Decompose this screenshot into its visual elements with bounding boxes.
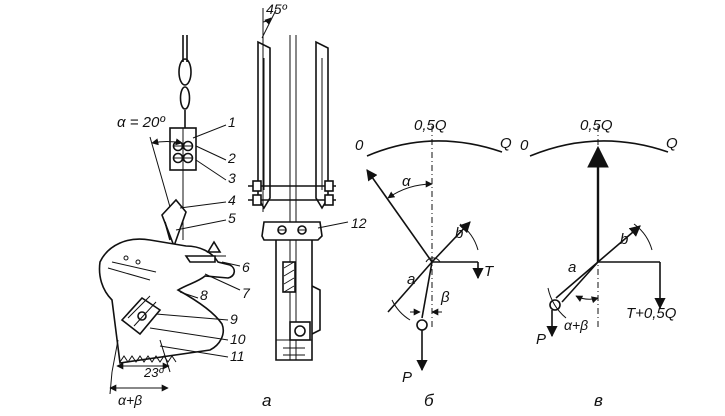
b-scale-half: 0,5Q bbox=[414, 117, 447, 134]
v-scale-full: Q bbox=[666, 135, 678, 152]
force-diagram-b bbox=[366, 126, 503, 372]
v-scale-zero: 0 bbox=[520, 137, 529, 154]
part-10-label: 10 bbox=[230, 331, 246, 347]
v-vector-b-label: b bbox=[620, 231, 628, 248]
alpha-20-label: α = 20º bbox=[117, 114, 166, 131]
b-beta-label: β bbox=[440, 289, 450, 306]
v-force-p-label: P bbox=[536, 331, 546, 348]
mechanism-side-view bbox=[98, 35, 241, 395]
mechanism-front-view bbox=[248, 8, 349, 361]
part-4-label: 4 bbox=[228, 192, 236, 208]
part-3-label: 3 bbox=[228, 170, 236, 186]
alpha-plus-beta-label: α+β bbox=[118, 392, 142, 408]
figure-b-caption: б bbox=[424, 391, 435, 410]
part-11-label: 11 bbox=[230, 348, 245, 364]
v-scale-half: 0,5Q bbox=[580, 117, 613, 134]
b-alpha-label: α bbox=[402, 173, 411, 190]
part-9-label: 9 bbox=[230, 311, 238, 327]
b-force-t-label: T bbox=[484, 263, 495, 280]
v-force-t-label: T+0,5Q bbox=[626, 305, 677, 322]
angle-23-label: 23º bbox=[143, 365, 164, 380]
b-force-p-label: P bbox=[402, 369, 412, 386]
figure-a-caption: а bbox=[262, 391, 271, 410]
labels: α = 20º 1 2 3 4 5 6 7 8 9 10 11 12 23º α… bbox=[117, 1, 678, 410]
b-scale-zero: 0 bbox=[355, 137, 364, 154]
part-12-label: 12 bbox=[351, 215, 367, 231]
b-vector-b-label: b bbox=[455, 225, 463, 242]
part-6-label: 6 bbox=[242, 259, 250, 275]
force-diagram-v bbox=[529, 126, 669, 338]
b-scale-full: Q bbox=[500, 135, 512, 152]
b-vector-a-label: a bbox=[407, 271, 415, 288]
part-2-label: 2 bbox=[227, 150, 236, 166]
v-alpha-beta-label: α+β bbox=[564, 317, 588, 333]
angle-45-label: 45º bbox=[266, 1, 288, 17]
part-1-label: 1 bbox=[228, 114, 236, 130]
v-vector-a-label: a bbox=[568, 259, 576, 276]
part-7-label: 7 bbox=[242, 285, 251, 301]
figure-v-caption: в bbox=[594, 391, 603, 410]
part-8-label: 8 bbox=[200, 287, 208, 303]
part-5-label: 5 bbox=[228, 210, 236, 226]
